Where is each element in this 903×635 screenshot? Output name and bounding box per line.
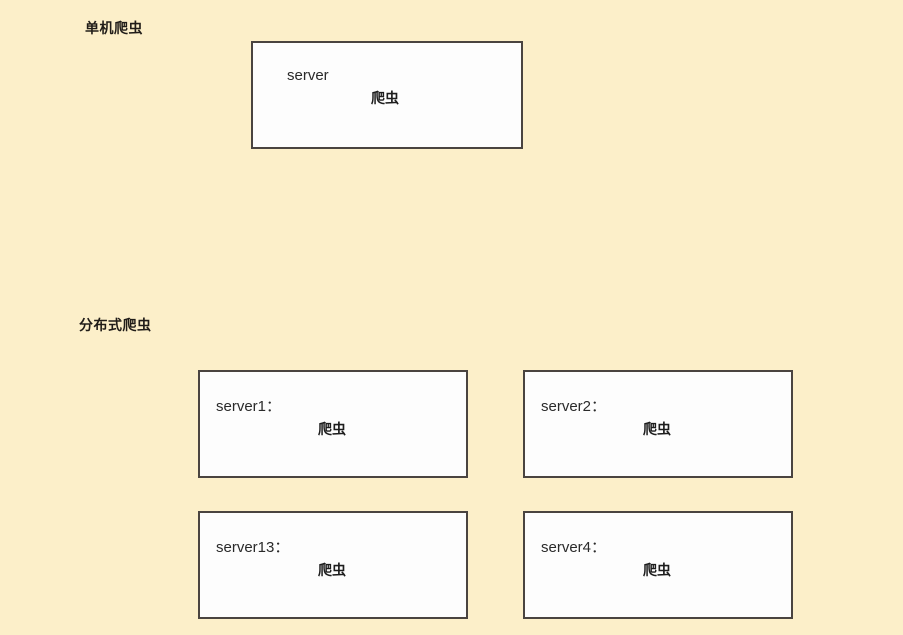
node-subtitle: 爬虫 (318, 421, 346, 437)
node-subtitle: 爬虫 (643, 562, 671, 578)
node-title: server13： (216, 539, 290, 556)
section-label-standalone: 单机爬虫 (85, 20, 143, 36)
node-subtitle: 爬虫 (318, 562, 346, 578)
section-label-distributed: 分布式爬虫 (79, 317, 152, 333)
node-title: server (287, 67, 329, 84)
node-subtitle: 爬虫 (643, 421, 671, 437)
node-box-server2[interactable]: server2： 爬虫 (523, 370, 793, 478)
node-title: server1： (216, 398, 282, 415)
node-title: server4： (541, 539, 607, 556)
node-title: server2： (541, 398, 607, 415)
node-box-server4[interactable]: server4： 爬虫 (523, 511, 793, 619)
node-subtitle: 爬虫 (371, 90, 399, 106)
node-box-server13[interactable]: server13： 爬虫 (198, 511, 468, 619)
node-box-server1[interactable]: server1： 爬虫 (198, 370, 468, 478)
node-box-server[interactable]: server 爬虫 (251, 41, 523, 149)
